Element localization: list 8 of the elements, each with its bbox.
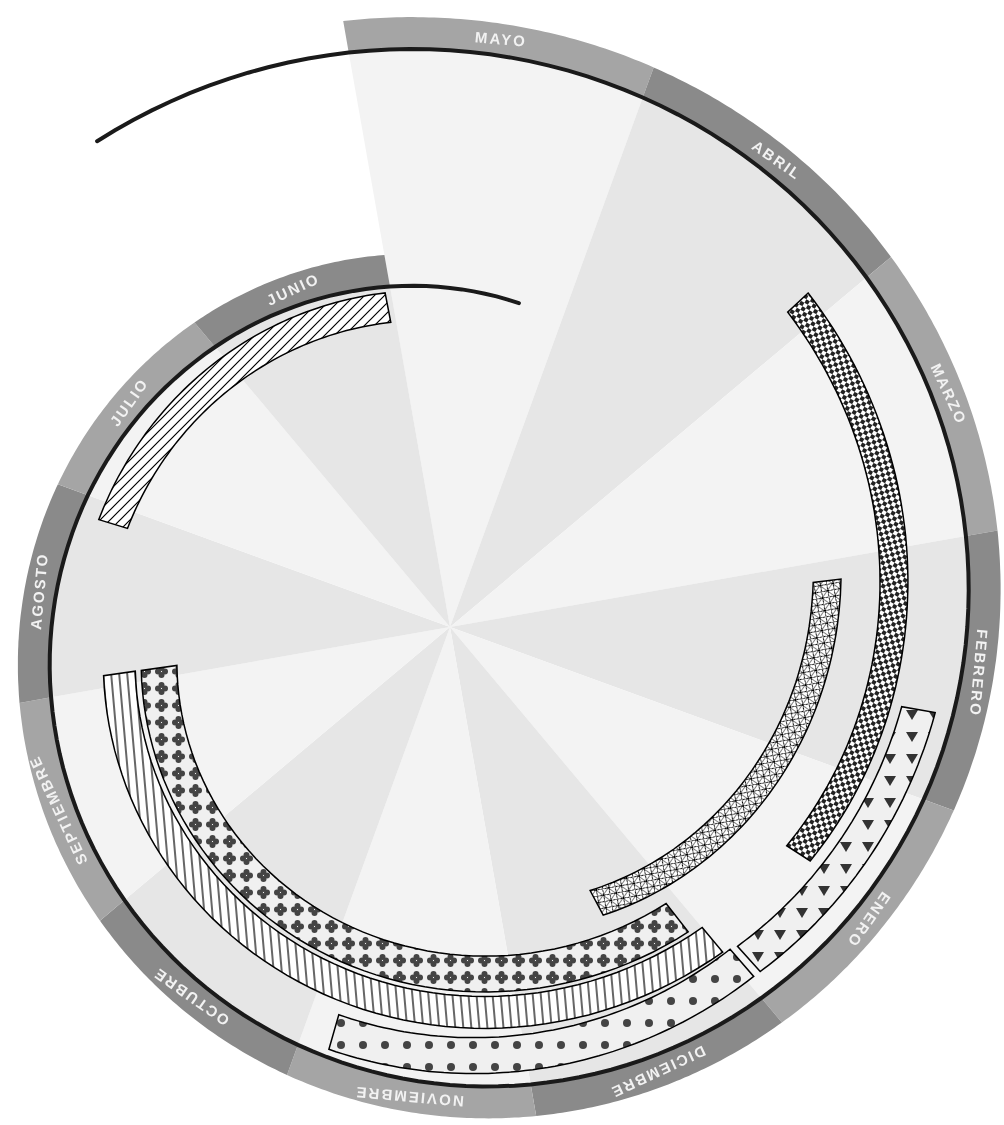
- month-label: FEBRERO: [967, 628, 991, 718]
- checkered-bar: [785, 291, 909, 862]
- month-label: MAYO: [474, 29, 528, 49]
- crosshatched-bar: [589, 578, 842, 917]
- striped-bar: [102, 670, 724, 1030]
- month-label: NOVIEMBRE: [353, 1084, 465, 1110]
- month-label: AGOSTO: [28, 551, 51, 631]
- triangle-patterned-bar: [736, 705, 937, 973]
